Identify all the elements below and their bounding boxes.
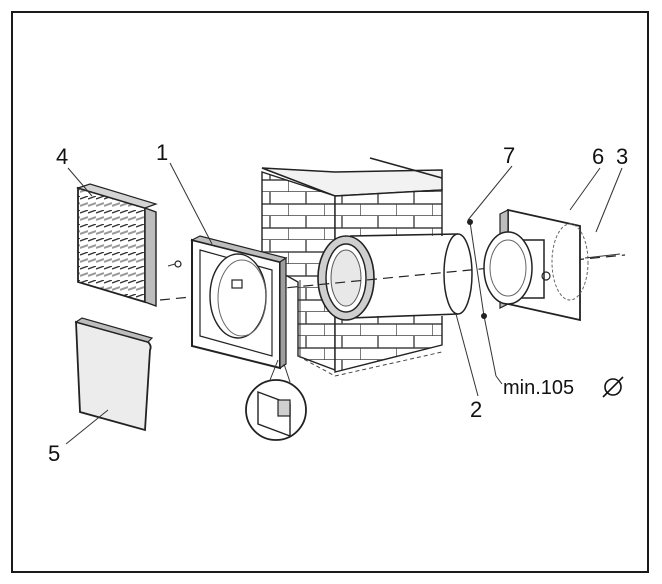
dimension-label: min.105 [503,377,574,399]
diameter-symbol-icon [602,376,624,398]
duct-pipe [317,233,473,321]
diameter-dimension [467,219,503,385]
diagram-frame [11,11,649,573]
louver-grille [76,183,158,307]
cover-plate [74,317,154,432]
fan-unit [483,208,621,322]
label-part-7: 7 [503,143,515,168]
label-part-6: 6 [592,144,604,169]
label-part-4: 4 [56,144,68,169]
label-part-1: 1 [156,140,168,165]
detail-inset [245,359,307,441]
label-part-3: 3 [616,144,628,169]
label-part-5: 5 [48,441,60,466]
mounting-frame [167,235,288,370]
leader-lines [65,162,623,445]
label-part-2: 2 [470,397,482,422]
